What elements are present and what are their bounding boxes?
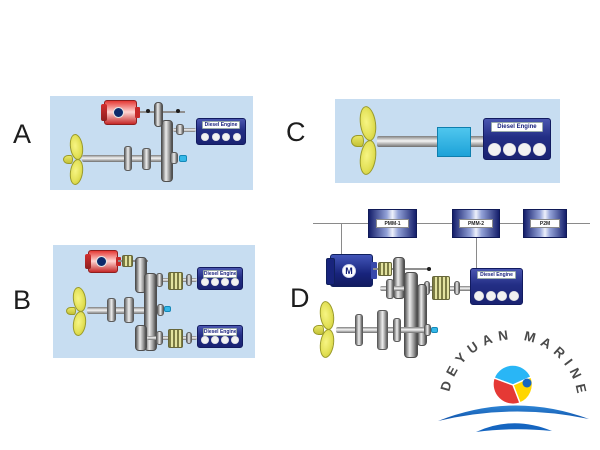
electric-motor [101, 100, 140, 125]
propeller-hub [312, 324, 324, 336]
propeller-shaft [377, 136, 485, 147]
diesel-engine-box: Diesel Engine [483, 118, 551, 160]
flange-coupling [124, 297, 134, 323]
diagram-b-panel: Diesel Engine Diesel Engine [53, 245, 255, 358]
elastic-coupling [122, 255, 133, 267]
flange-coupling [377, 310, 388, 350]
propeller-hub [65, 306, 76, 316]
electric-motor: M [326, 254, 377, 287]
input-shaft [173, 128, 196, 132]
diagram-a-panel: Diesel Engine [50, 96, 253, 190]
engine-cylinders [199, 336, 240, 344]
brand-logo: DEYUAN MARINE [438, 328, 589, 432]
propeller-icon [65, 285, 89, 337]
pto-gear [154, 102, 163, 127]
engine-label: Diesel Engine [202, 270, 238, 278]
engine-cylinders [486, 143, 548, 156]
gearbox-gear [161, 120, 173, 182]
flange-coupling [454, 281, 460, 295]
flange-coupling [107, 298, 116, 322]
flange-coupling [393, 318, 401, 342]
power-bus-line [313, 223, 590, 224]
flange-coupling [186, 332, 192, 344]
engine-label: Diesel Engine [491, 122, 543, 132]
flange-coupling [386, 279, 394, 299]
gearbox-main-gear [144, 273, 157, 351]
flange-coupling [156, 273, 163, 287]
propeller-shaft [87, 307, 157, 314]
engine-cylinders [199, 278, 240, 286]
shaft-end-cap [157, 304, 164, 316]
gearbox-gear [417, 284, 427, 346]
motor-badge-icon: M [342, 264, 356, 278]
switchboard-label: PMM-2 [459, 219, 493, 229]
flange-coupling [124, 146, 132, 171]
bus-to-engine-line [476, 238, 477, 271]
elastic-coupling [378, 262, 392, 276]
diagram-c-panel: Diesel Engine [335, 99, 560, 183]
diagram-label-a: A [13, 119, 32, 149]
pto-shaft [118, 260, 148, 262]
propeller-icon [62, 132, 86, 186]
diesel-engine-box: Diesel Engine [197, 325, 243, 348]
thrust-nub [164, 306, 171, 312]
elastic-coupling [168, 272, 183, 290]
motor-badge-icon [113, 107, 124, 118]
shaft-bearing [427, 267, 431, 271]
diesel-engine-box: Diesel Engine [197, 267, 243, 290]
gearbox-main-gear [404, 272, 418, 358]
flange-coupling [142, 148, 151, 170]
flange-coupling [176, 124, 184, 135]
propeller-icon [312, 300, 338, 360]
propeller-hub [351, 134, 365, 148]
engine-cylinders [198, 133, 243, 141]
diesel-engine-box: Diesel Engine [196, 118, 246, 145]
bus-to-motor-line [341, 224, 342, 254]
elastic-coupling [168, 329, 183, 348]
electric-motor [85, 250, 121, 273]
thrust-nub [431, 327, 438, 333]
switchboard-box: P2M [523, 209, 567, 238]
thrust-nub [179, 155, 187, 162]
engine-label: Diesel Engine [202, 328, 238, 336]
flange-coupling [355, 314, 363, 346]
lower-gear [135, 325, 147, 351]
switchboard-box: PMM-2 [452, 209, 500, 238]
switchboard-label: PMM-1 [375, 219, 410, 229]
switchboard-label: P2M [529, 219, 561, 229]
engine-label: Diesel Engine [476, 271, 517, 279]
shaft-bearing [146, 109, 150, 113]
logo-wave-icon [438, 405, 589, 432]
flange-coupling [156, 331, 163, 345]
engine-label: Diesel Engine [202, 121, 240, 129]
engine-cylinders [473, 291, 521, 301]
diesel-engine-box: Diesel Engine [470, 268, 523, 305]
diagram-label-c: C [286, 117, 306, 147]
propeller-icon [351, 105, 381, 177]
clutch-coupling-box [437, 127, 471, 157]
motor-badge-icon [96, 256, 107, 267]
propeller-hub [62, 154, 73, 164]
diagram-label-b: B [13, 285, 32, 315]
shaft-end-cap [424, 324, 431, 336]
shaft-bearing [176, 109, 180, 113]
logo-swirl-icon [492, 364, 534, 405]
shaft-end-cap [170, 152, 178, 164]
switchboard-box: PMM-1 [368, 209, 417, 238]
elastic-coupling [432, 276, 450, 300]
diagram-label-d: D [290, 283, 310, 313]
flange-coupling [186, 274, 192, 286]
